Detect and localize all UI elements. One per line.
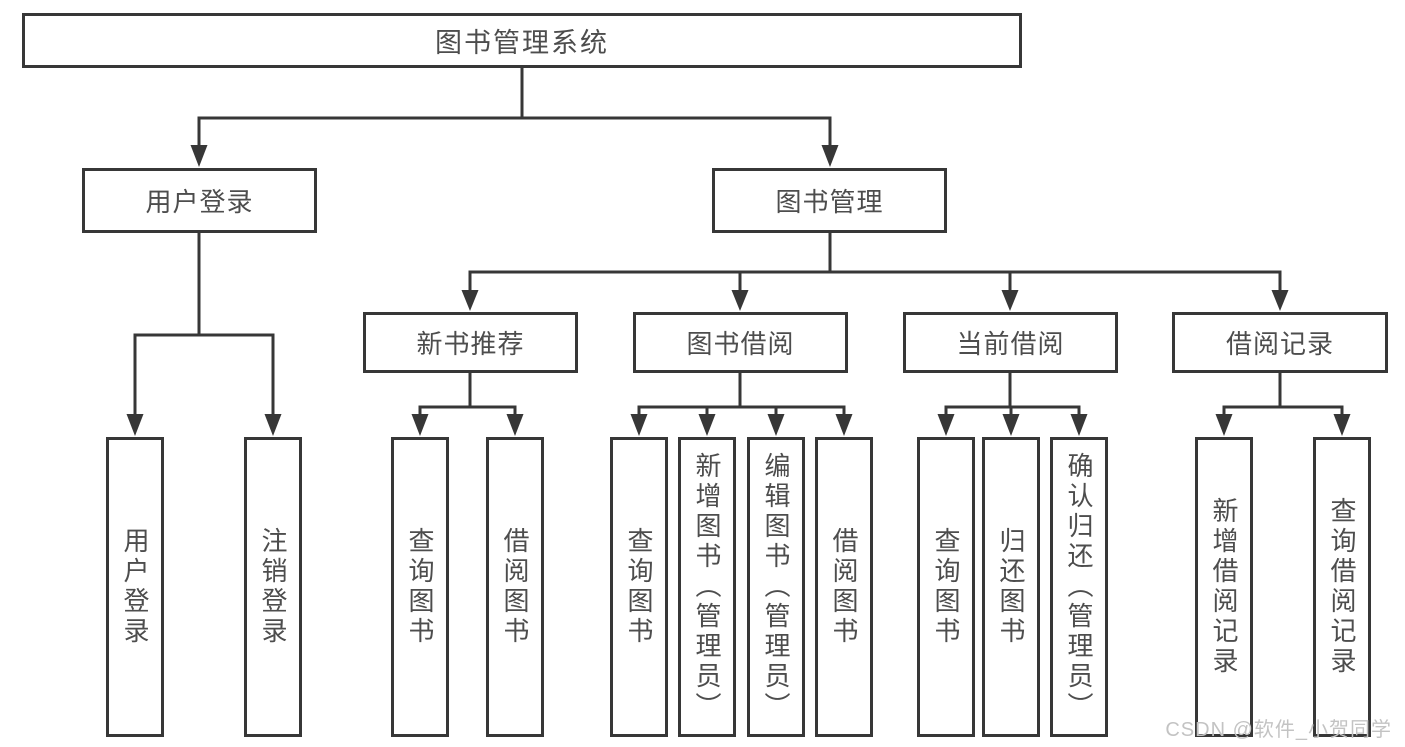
arrowhead-icon xyxy=(821,145,839,167)
node-label: 借阅记录 xyxy=(1225,329,1334,359)
arrowhead-icon xyxy=(264,414,282,436)
node-label: 图书管理 xyxy=(775,187,884,217)
node-borrowing-records: 借阅记录 xyxy=(1172,312,1388,373)
arrowhead-icon xyxy=(731,290,749,311)
leaf-confirm-return-admin: 确认归还（管理员） xyxy=(1050,437,1108,737)
leaf-label: 归还图书 xyxy=(996,527,1026,647)
leaf-add-borrow-record: 新增借阅记录 xyxy=(1195,437,1253,737)
leaf-query-books-recommend: 查询图书 xyxy=(391,437,449,737)
leaf-borrow-books: 借阅图书 xyxy=(815,437,873,737)
arrowhead-icon xyxy=(1070,414,1088,436)
leaf-label: 新增借阅记录 xyxy=(1209,497,1239,677)
arrowhead-icon xyxy=(1001,290,1019,311)
leaf-label: 查询图书 xyxy=(624,527,654,647)
node-label: 新书推荐 xyxy=(416,329,525,359)
arrowhead-icon xyxy=(1333,414,1351,436)
leaf-query-books-borrow: 查询图书 xyxy=(610,437,668,737)
leaf-label: 借阅图书 xyxy=(500,527,530,647)
arrowhead-icon xyxy=(506,414,524,436)
node-book-management-system: 图书管理系统 xyxy=(22,13,1022,68)
node-user-login: 用户登录 xyxy=(82,168,317,233)
leaf-label: 查询借阅记录 xyxy=(1327,497,1357,677)
leaf-user-login: 用户登录 xyxy=(106,437,164,737)
leaf-label: 确认归还（管理员） xyxy=(1064,452,1094,722)
arrowhead-icon xyxy=(411,414,429,436)
leaf-return-books: 归还图书 xyxy=(982,437,1040,737)
leaf-query-books-current: 查询图书 xyxy=(917,437,975,737)
leaf-label: 注销登录 xyxy=(258,527,288,647)
leaf-logout: 注销登录 xyxy=(244,437,302,737)
leaf-add-book-admin: 新增图书（管理员） xyxy=(678,437,736,737)
node-label: 用户登录 xyxy=(145,187,254,217)
leaf-label: 查询图书 xyxy=(931,527,961,647)
node-new-book-recommend: 新书推荐 xyxy=(363,312,578,373)
leaf-query-borrow-record: 查询借阅记录 xyxy=(1313,437,1371,737)
node-book-management: 图书管理 xyxy=(712,168,947,233)
connector-bookmgmt-to-level3 xyxy=(461,233,1289,311)
leaf-borrow-books-recommend: 借阅图书 xyxy=(486,437,544,737)
arrowhead-icon xyxy=(1271,290,1289,311)
leaf-label: 查询图书 xyxy=(405,527,435,647)
arrowhead-icon xyxy=(461,290,479,311)
arrowhead-icon xyxy=(126,414,144,436)
arrowhead-icon xyxy=(1215,414,1233,436)
arrowhead-icon xyxy=(835,414,853,436)
node-current-borrowing: 当前借阅 xyxy=(903,312,1118,373)
leaf-label: 用户登录 xyxy=(120,527,150,647)
node-book-borrowing: 图书借阅 xyxy=(633,312,848,373)
leaf-label: 借阅图书 xyxy=(829,527,859,647)
leaf-label: 新增图书（管理员） xyxy=(692,452,722,722)
arrowhead-icon xyxy=(937,414,955,436)
arrowhead-icon xyxy=(190,145,208,167)
csdn-watermark: CSDN @软件_小贺同学 xyxy=(1165,719,1392,741)
arrowhead-icon xyxy=(767,414,785,436)
leaf-edit-book-admin: 编辑图书（管理员） xyxy=(747,437,805,737)
node-label: 图书借阅 xyxy=(686,329,795,359)
leaf-label: 编辑图书（管理员） xyxy=(761,452,791,722)
connector-level3-to-leaves xyxy=(411,373,1351,436)
arrowhead-icon xyxy=(630,414,648,436)
node-label: 图书管理系统 xyxy=(435,28,609,58)
node-label: 当前借阅 xyxy=(956,329,1065,359)
connector-userlogin-to-leaves xyxy=(126,233,282,436)
arrowhead-icon xyxy=(698,414,716,436)
connector-root-to-level2 xyxy=(190,68,839,167)
arrowhead-icon xyxy=(1002,414,1020,436)
